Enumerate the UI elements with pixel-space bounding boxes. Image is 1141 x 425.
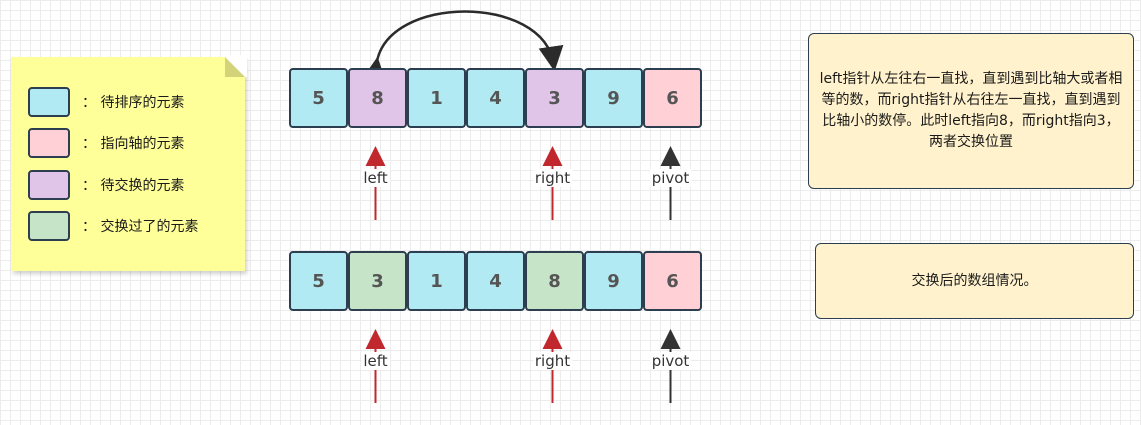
legend-label-pivot: ： 指向轴的元素 [82,136,185,152]
array-cell: 1 [407,251,466,311]
left-pointer-label: left [361,352,390,370]
left-pointer-label: left [361,169,390,187]
legend-label-unsorted: ： 待排序的元素 [82,95,185,111]
array-cell: 8 [525,251,584,311]
pivot-pointer-label: pivot [649,352,692,370]
array-cell: 9 [584,68,643,128]
note-fold-corner [225,55,247,77]
legend-item-swapped: ： 交换过了的元素 [28,210,198,242]
legend-item-pivot: ： 指向轴的元素 [28,127,184,159]
legend-item-to-swap: ： 待交换的元素 [28,169,184,201]
array-cell: 4 [466,251,525,311]
array-cell: 5 [289,68,348,128]
array-cell: 8 [348,68,407,128]
legend-label-to-swap: ： 待交换的元素 [82,178,185,194]
legend-swatch-pivot [28,128,70,158]
legend-swatch-swapped [28,211,70,241]
explanation-note-before: left指针从左往右一直找，直到遇到比轴大或者相等的数，而right指针从右往左… [808,33,1134,189]
right-pointer-label: right [532,352,573,370]
array-cell: 4 [466,68,525,128]
array-cell: 6 [643,68,702,128]
array-cell: 3 [348,251,407,311]
swap-arc-arrow [361,10,564,84]
array-cell: 1 [407,68,466,128]
legend-label-swapped: ： 交换过了的元素 [82,219,199,235]
array-cell: 6 [643,251,702,311]
explanation-note-after: 交换后的数组情况。 [815,243,1134,319]
legend-note: ： 待排序的元素 ： 指向轴的元素 ： 待交换的元素 ： 交换过了的元素 [11,55,247,271]
pivot-pointer-label: pivot [649,169,692,187]
legend-swatch-to-swap [28,170,70,200]
array-cell: 5 [289,251,348,311]
right-pointer-label: right [532,169,573,187]
legend-swatch-unsorted [28,87,70,117]
array-cell: 9 [584,251,643,311]
legend-item-unsorted: ： 待排序的元素 [28,86,184,118]
array-cell: 3 [525,68,584,128]
